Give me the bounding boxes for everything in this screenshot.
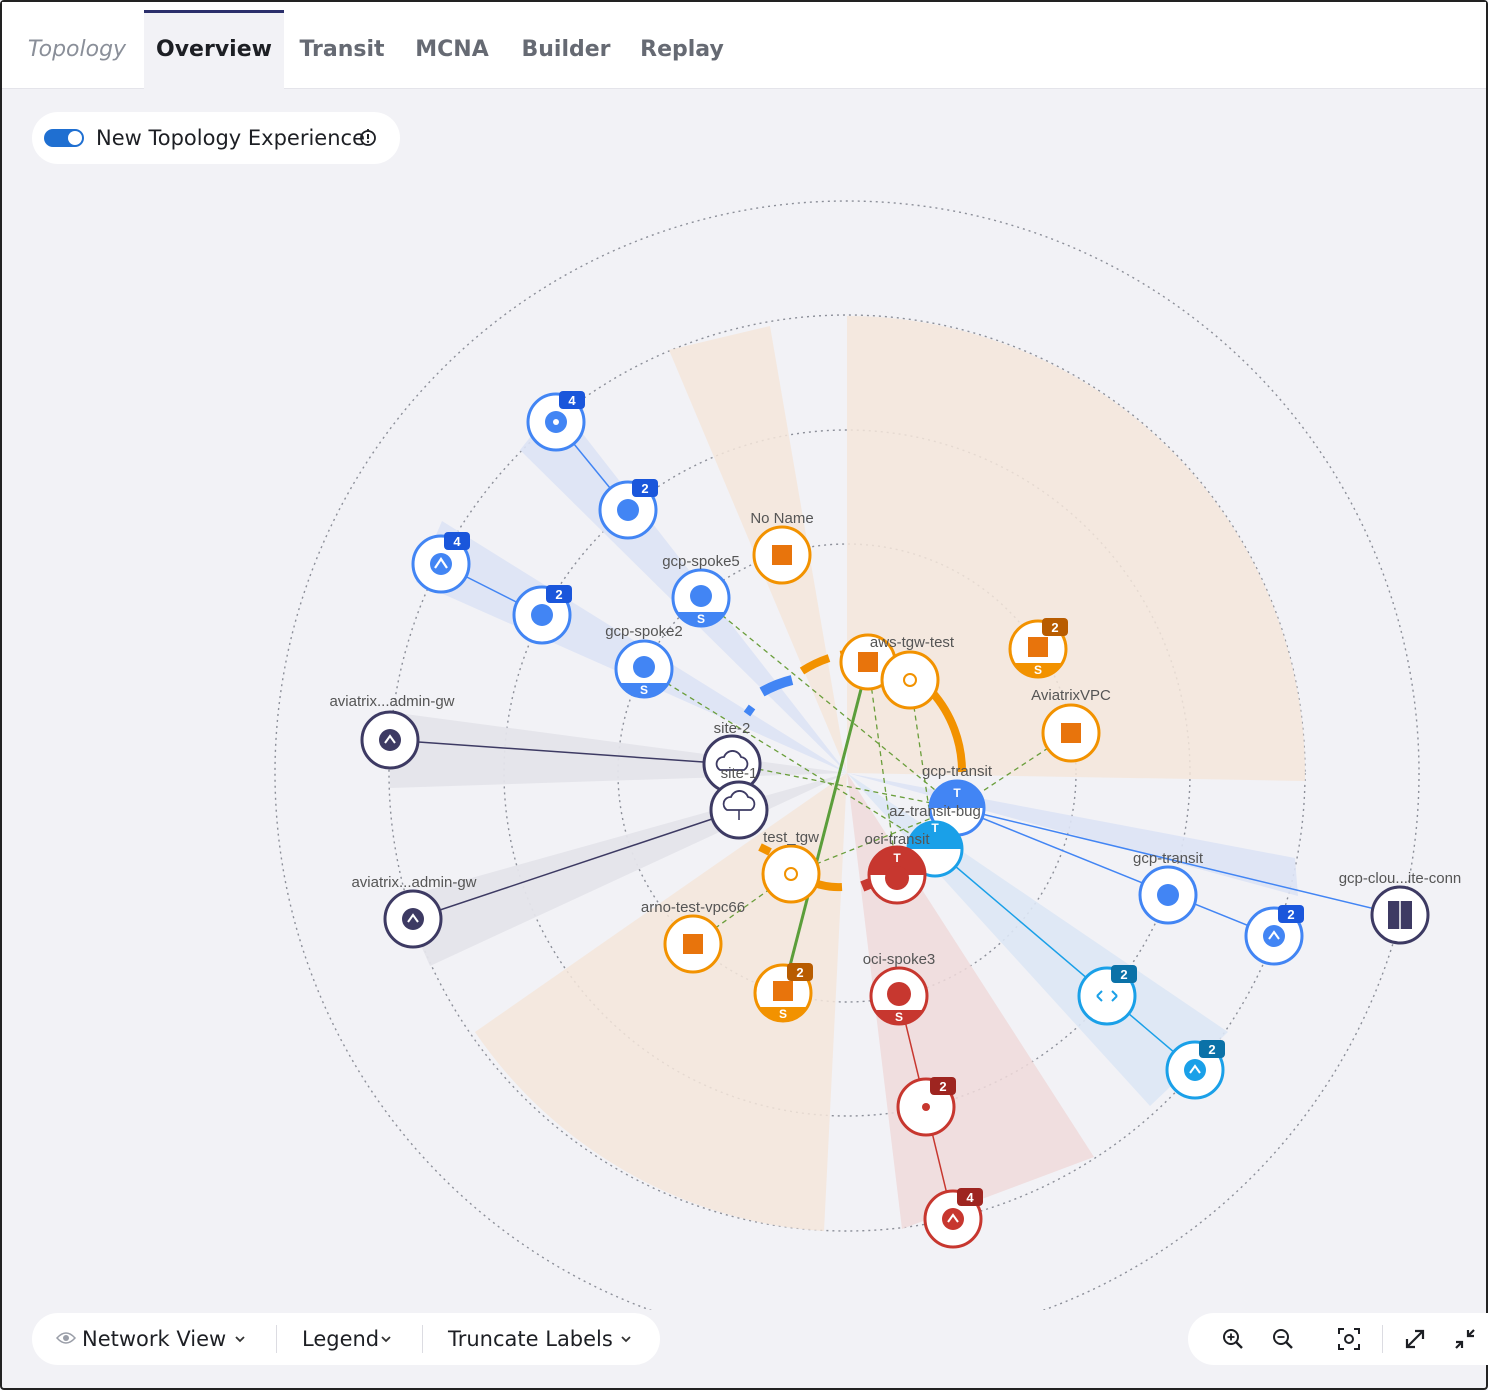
gcp-spoke2-node[interactable]: S gcp-spoke2 <box>605 623 683 699</box>
tab-bar: Topology Overview Transit MCNA Builder R… <box>2 2 1486 89</box>
tab-transit[interactable]: Transit <box>299 37 385 62</box>
node-label: gcp-spoke5 <box>662 553 740 570</box>
tab-overview[interactable]: Overview <box>144 10 284 89</box>
gcp-cloud-connector-node[interactable]: gcp-clou...ite-conn <box>1339 870 1462 945</box>
divider <box>276 1325 277 1353</box>
azure-cluster-node[interactable]: 2 <box>1165 1040 1225 1100</box>
spoke-marker: S <box>697 612 705 626</box>
zoom-in-icon[interactable] <box>1220 1326 1246 1352</box>
transit-marker: T <box>953 786 961 800</box>
truncate-labels-dropdown[interactable]: Truncate Labels <box>448 1327 613 1351</box>
oci-cluster-node[interactable]: 2 <box>896 1077 956 1137</box>
node-label: oci-transit <box>864 831 930 848</box>
transit-marker: T <box>893 851 901 865</box>
transit-marker: T <box>931 821 939 835</box>
admin-gateway-node[interactable]: aviatrix...admin-gw <box>351 874 477 949</box>
spoke-marker: S <box>895 1010 903 1024</box>
oci-cluster-node[interactable]: 4 <box>923 1188 983 1249</box>
switch-knob <box>68 131 82 145</box>
aws-spoke-node[interactable]: S 2 <box>1008 618 1068 679</box>
aws-tgw-node[interactable]: aws-tgw-test <box>870 634 955 710</box>
toggle-label: New Topology Experience <box>96 126 365 150</box>
expand-icon[interactable] <box>1402 1326 1428 1352</box>
node-label: az-transit-bug <box>889 803 981 820</box>
node-label: gcp-transit <box>1133 850 1204 867</box>
tab-replay[interactable]: Replay <box>640 37 724 62</box>
node-badge: 4 <box>966 1190 974 1205</box>
node-badge: 4 <box>453 534 461 549</box>
node-badge: 2 <box>1208 1042 1215 1057</box>
site-node[interactable]: site-1 <box>709 765 769 840</box>
tab-mcna[interactable]: MCNA <box>415 37 489 62</box>
eye-icon <box>56 1332 76 1344</box>
node-label: aviatrix...admin-gw <box>329 693 454 710</box>
spoke-marker: S <box>1034 663 1042 677</box>
divider <box>1382 1325 1383 1353</box>
topology-canvas[interactable]: 4 2 S gcp-spoke5 4 2 S gcp-spoke2 No N <box>2 88 1486 1310</box>
node-label: test_tgw <box>763 829 819 846</box>
aws-vpc-node[interactable]: No Name <box>750 510 814 585</box>
topology-toggle-panel: New Topology Experience <box>32 112 400 164</box>
node-label: gcp-spoke2 <box>605 623 683 640</box>
node-badge: 2 <box>555 587 562 602</box>
node-label: aws-tgw-test <box>870 634 955 651</box>
node-badge: 2 <box>641 481 648 496</box>
gcp-spoke-node[interactable]: 2 <box>598 479 658 540</box>
chevron-down-icon[interactable] <box>234 1333 246 1345</box>
node-badge: 2 <box>939 1079 946 1094</box>
node-label: No Name <box>750 510 813 527</box>
gcp-cluster-node[interactable]: 2 <box>1244 905 1304 966</box>
zoom-controls <box>1188 1313 1488 1365</box>
aws-tgw-node[interactable]: test_tgw <box>761 829 821 904</box>
chevron-down-icon[interactable] <box>620 1333 632 1345</box>
node-label: gcp-transit <box>922 763 993 780</box>
node-label: site-1 <box>721 765 758 782</box>
node-label: arno-test-vpc66 <box>641 899 745 916</box>
zoom-out-icon[interactable] <box>1270 1326 1296 1352</box>
view-controls: Network View Legend Truncate Labels <box>32 1313 660 1365</box>
gcp-transit-node[interactable]: gcp-transit <box>1133 850 1204 925</box>
aws-vpc-node[interactable]: arno-test-vpc66 <box>641 899 745 974</box>
divider <box>422 1325 423 1353</box>
azure-spoke-node[interactable]: 2 <box>1077 965 1137 1026</box>
new-topology-switch[interactable] <box>44 129 84 147</box>
chevron-down-icon[interactable] <box>380 1333 392 1345</box>
node-badge: 4 <box>568 393 576 408</box>
node-label: oci-spoke3 <box>863 951 936 968</box>
network-view-dropdown[interactable]: Network View <box>82 1327 227 1351</box>
admin-gateway-node[interactable]: aviatrix...admin-gw <box>329 693 455 770</box>
spoke-marker: S <box>640 683 648 697</box>
info-icon[interactable] <box>358 128 378 148</box>
legend-dropdown[interactable]: Legend <box>302 1327 380 1351</box>
topology-title: Topology <box>27 37 127 62</box>
gcp-spoke-node[interactable]: 2 <box>512 585 572 645</box>
node-badge: 2 <box>1051 620 1058 635</box>
aws-spoke-node[interactable]: S 2 <box>753 963 813 1023</box>
site-node[interactable]: site-2 <box>702 720 762 794</box>
oci-transit-node[interactable]: T oci-transit <box>864 831 930 905</box>
sector-wedges <box>390 315 1306 1231</box>
aws-vpc-node[interactable]: AviatrixVPC <box>1031 687 1111 763</box>
node-badge: 2 <box>1287 907 1294 922</box>
spoke-marker: S <box>779 1007 787 1021</box>
tab-builder[interactable]: Builder <box>521 37 611 62</box>
gcp-cluster-node[interactable]: 4 <box>526 391 586 452</box>
node-label: aviatrix...admin-gw <box>351 874 476 891</box>
gcp-spoke5-node[interactable]: S gcp-spoke5 <box>662 553 740 628</box>
node-badge: 2 <box>1120 967 1127 982</box>
node-badge: 2 <box>796 965 803 980</box>
node-label: AviatrixVPC <box>1031 687 1111 704</box>
node-label: site-2 <box>714 720 751 737</box>
node-label: gcp-clou...ite-conn <box>1339 870 1462 887</box>
fit-view-icon[interactable] <box>1336 1326 1362 1352</box>
gcp-cluster-node[interactable]: 4 <box>411 532 471 594</box>
collapse-icon[interactable] <box>1452 1326 1478 1352</box>
oci-spoke3-node[interactable]: S oci-spoke3 <box>863 951 936 1026</box>
